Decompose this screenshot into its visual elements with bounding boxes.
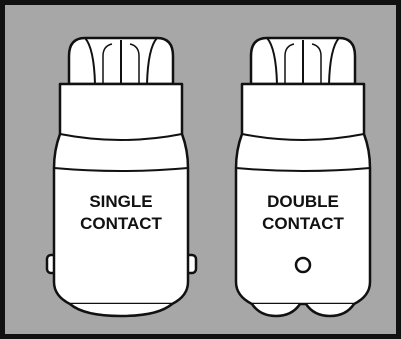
led-divider-left — [84, 37, 96, 85]
single-contact-bulb: SINGLE CONTACT — [45, 36, 198, 318]
led-inner-right — [311, 43, 322, 84]
led-divider-right — [146, 37, 158, 85]
collar-curve — [59, 133, 183, 141]
collar-curve — [241, 133, 365, 141]
base-ring-curve — [53, 167, 189, 172]
bottom-contact-left — [250, 303, 302, 318]
led-inner-left — [284, 43, 295, 84]
led-cluster — [67, 36, 175, 86]
led-inner-left — [102, 43, 113, 84]
led-divider-left — [266, 37, 278, 85]
bottom-contact — [69, 303, 173, 318]
double-contact-bulb: DOUBLE CONTACT — [234, 36, 372, 318]
base-ring-curve — [235, 167, 371, 172]
single-contact-label-line1: SINGLE — [89, 192, 152, 211]
led-divider-right — [328, 37, 340, 85]
led-inner-right — [129, 43, 140, 84]
double-contact-label-line2: CONTACT — [262, 214, 344, 233]
led-cluster — [249, 36, 357, 86]
front-bayonet-pin — [294, 256, 312, 274]
single-contact-label-line2: CONTACT — [80, 214, 162, 233]
double-contact-label-line1: DOUBLE — [267, 192, 339, 211]
bottom-contact-right — [304, 303, 356, 318]
